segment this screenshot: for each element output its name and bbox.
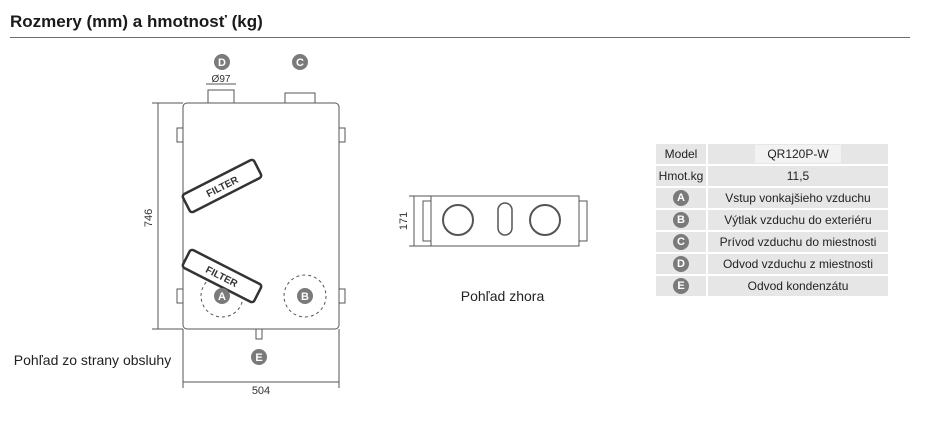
svg-text:E: E: [255, 352, 262, 364]
legend-row: A Vstup vonkajšieho vzduchu: [656, 188, 888, 208]
weight-row: Hmot.kg 11,5: [656, 166, 888, 186]
title-divider: [10, 37, 910, 38]
legend-badge: E: [673, 278, 689, 294]
badge-b: B: [297, 288, 313, 304]
badge-c: C: [292, 54, 308, 70]
legend-row: E Odvod kondenzátu: [656, 276, 888, 296]
spec-table: Model QR120P-W Hmot.kg 11,5 A Vstup vonk…: [656, 142, 888, 298]
filter-upper: FILTER: [181, 158, 263, 214]
legend-badge: A: [673, 190, 689, 206]
weight-label: Hmot.kg: [656, 166, 706, 186]
svg-text:B: B: [301, 291, 309, 303]
model-row: Model QR120P-W: [656, 144, 888, 164]
svg-text:A: A: [218, 291, 226, 303]
section-title: Rozmery (mm) a hmotnosť (kg): [10, 12, 263, 31]
model-value: QR120P-W: [708, 144, 888, 164]
height-dim-label: 746: [143, 209, 155, 227]
side-view-caption: Pohľad zo strany obsluhy: [13, 352, 172, 368]
width-dim-label: 504: [252, 385, 270, 397]
top-view-right-flange: [578, 200, 588, 242]
top-duct-right: [529, 204, 561, 236]
weight-value: 11,5: [708, 166, 888, 186]
legend-badge: B: [673, 212, 689, 228]
top-view: [409, 195, 588, 247]
top-view-left-flange: [422, 200, 432, 242]
right-clip-bottom: [338, 288, 346, 304]
condensate-drain: [255, 328, 263, 340]
legend-text: Odvod vzduchu z miestnosti: [708, 254, 888, 274]
top-view-caption: Pohľad zhora: [460, 288, 545, 304]
port-b-outline: [283, 274, 327, 318]
legend-row: C Prívod vzduchu do miestnosti: [656, 232, 888, 252]
legend-row: D Odvod vzduchu z miestnosti: [656, 254, 888, 274]
svg-text:C: C: [296, 57, 304, 69]
legend-badge: D: [673, 256, 689, 272]
legend-row: B Výtlak vzduchu do exteriéru: [656, 210, 888, 230]
top-duct-left: [442, 204, 474, 236]
legend-text: Vstup vonkajšieho vzduchu: [708, 188, 888, 208]
legend-badge: C: [673, 234, 689, 250]
badge-e: E: [251, 349, 267, 365]
duct-diameter-label: Ø97: [212, 74, 231, 85]
model-label: Model: [656, 144, 706, 164]
top-height-dim-label: 171: [398, 212, 410, 230]
legend-text: Výtlak vzduchu do exteriéru: [708, 210, 888, 230]
badge-d: D: [214, 54, 230, 70]
duct-c: [284, 92, 316, 104]
unit-body: [182, 102, 340, 330]
left-clip-bottom: [176, 288, 184, 304]
svg-text:D: D: [218, 57, 226, 69]
right-clip-top: [338, 127, 346, 143]
badge-a: A: [214, 288, 230, 304]
left-clip-top: [176, 127, 184, 143]
duct-d: [207, 89, 235, 104]
legend-text: Prívod vzduchu do miestnosti: [708, 232, 888, 252]
side-view: [152, 83, 346, 388]
legend-text: Odvod kondenzátu: [708, 276, 888, 296]
top-center-handle: [497, 202, 513, 236]
